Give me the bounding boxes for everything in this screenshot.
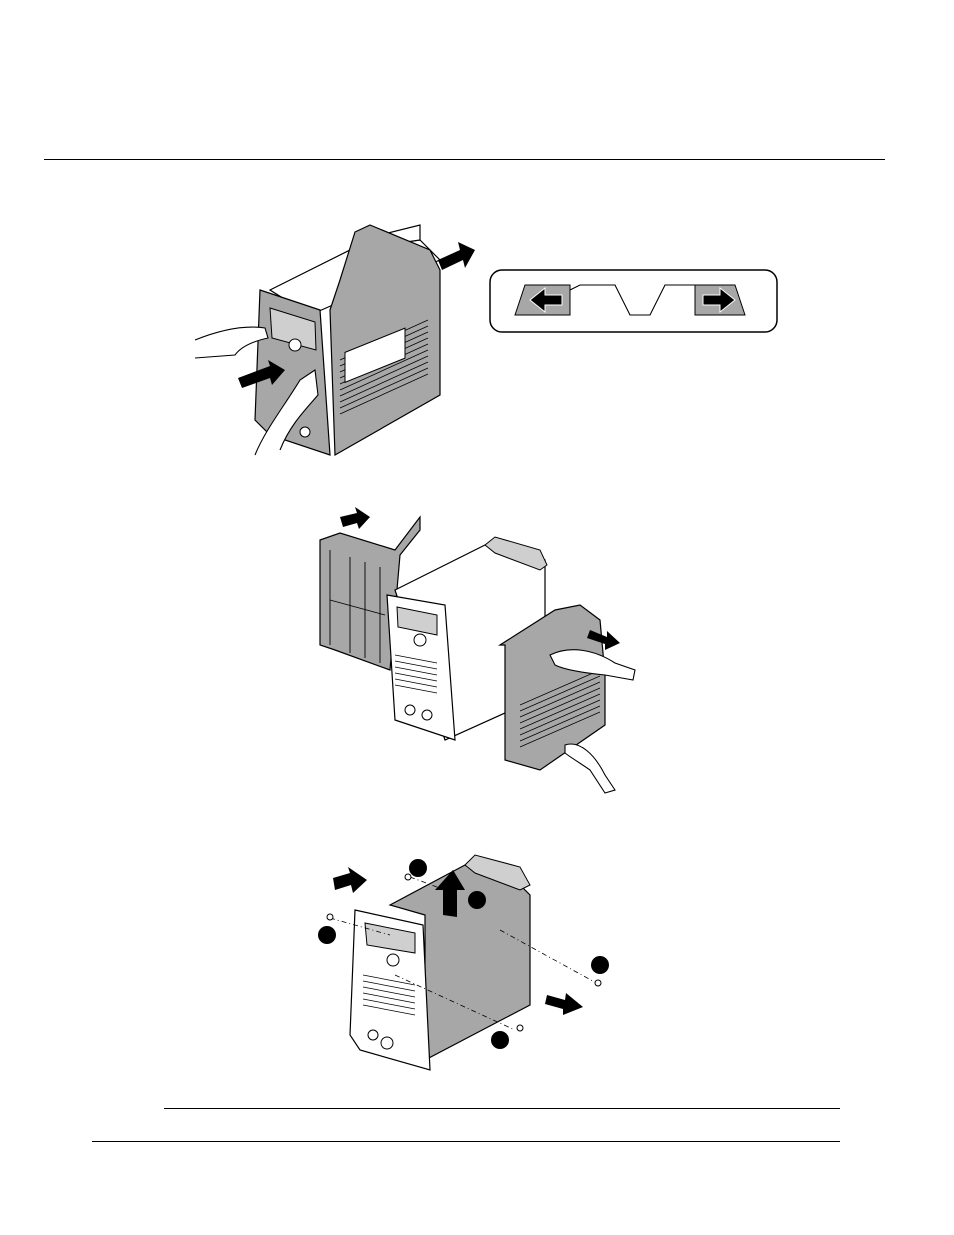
arrow-up-left-icon xyxy=(333,867,367,893)
callout-dot xyxy=(318,926,336,944)
machine-socket-left xyxy=(405,705,415,715)
figure-3-remove-cover-screws xyxy=(315,835,620,1080)
footer-rule-lower xyxy=(92,1141,840,1142)
slide-direction-callout xyxy=(490,270,777,332)
screw-icon xyxy=(595,980,601,986)
arrow-left-panel-icon xyxy=(340,507,370,529)
figure-2-exploded-panels xyxy=(315,505,655,795)
screw-icon xyxy=(405,874,411,880)
hand-right-lower xyxy=(565,744,615,793)
screw-icon xyxy=(327,914,333,920)
machine-knob xyxy=(414,634,426,646)
unit-socket-left xyxy=(368,1030,378,1040)
figure-1-remove-side-panels xyxy=(190,220,790,460)
front-socket-right xyxy=(300,427,310,437)
callout-dot xyxy=(491,1031,509,1049)
footer-rule-upper xyxy=(164,1108,840,1109)
callout-dot xyxy=(409,859,427,877)
screw-icon xyxy=(517,1025,523,1031)
unit-socket-right xyxy=(381,1037,393,1049)
callout-dot xyxy=(591,956,609,974)
header-rule xyxy=(44,159,885,160)
front-knob xyxy=(289,339,301,351)
callout-dot xyxy=(468,891,486,909)
arrow-push-right-icon xyxy=(438,242,475,270)
machine-socket-right xyxy=(422,710,432,720)
unit-knob xyxy=(387,954,399,966)
arrow-down-right-icon xyxy=(545,993,583,1015)
